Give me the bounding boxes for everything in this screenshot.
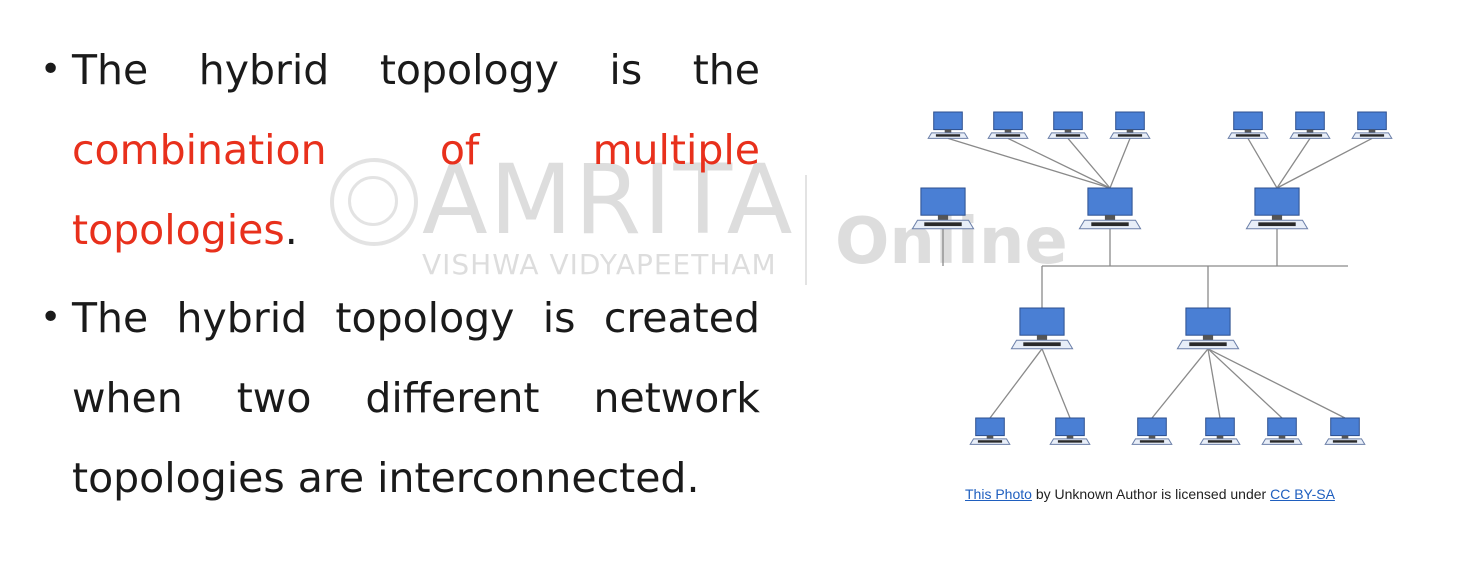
connection-line	[1207, 348, 1283, 419]
computer-icon	[911, 187, 975, 230]
connection-lines	[942, 137, 1373, 419]
computer-icon	[1199, 417, 1241, 445]
connection-line	[1151, 348, 1209, 419]
connection-line	[947, 137, 1111, 189]
computer-icon	[987, 111, 1029, 139]
caption-middle: by Unknown Author is licensed under	[1031, 486, 1271, 502]
computer-icon	[1109, 111, 1151, 139]
hybrid-topology-diagram	[911, 111, 1393, 445]
bullet-dot-icon: •	[40, 297, 62, 338]
computer-icon	[1351, 111, 1393, 139]
connection-line	[1109, 138, 1131, 189]
license-link[interactable]: CC BY-SA	[1270, 486, 1335, 502]
watermark-divider	[805, 175, 807, 285]
computer-icon	[1324, 417, 1366, 445]
connection-line	[1276, 138, 1311, 189]
bullet-item: • The hybrid topology is created when tw…	[40, 278, 760, 518]
bullet-tail: .	[284, 206, 298, 254]
computer-nodes	[911, 111, 1393, 445]
connection-line	[989, 348, 1043, 419]
computer-icon	[1227, 111, 1269, 139]
computer-icon	[1289, 111, 1331, 139]
connection-line	[1041, 348, 1071, 419]
bullet-dot-icon: •	[40, 49, 62, 90]
bullet-item: • The hybrid topology is the combination…	[40, 30, 760, 270]
image-caption: This Photo by Unknown Author is licensed…	[965, 486, 1335, 502]
computer-icon	[1010, 307, 1074, 350]
computer-icon	[927, 111, 969, 139]
computer-icon	[1176, 307, 1240, 350]
bullet-text: The hybrid topology is the	[72, 46, 760, 94]
computer-icon	[1245, 187, 1309, 230]
connection-line	[1007, 137, 1111, 189]
connection-line	[1276, 137, 1373, 189]
bullet-text: The hybrid topology is created when two …	[72, 294, 760, 502]
photo-link[interactable]: This Photo	[965, 486, 1032, 502]
computer-icon	[1047, 111, 1089, 139]
computer-icon	[1049, 417, 1091, 445]
computer-icon	[969, 417, 1011, 445]
connection-line	[1207, 348, 1346, 419]
bullet-list: • The hybrid topology is the combination…	[40, 30, 760, 526]
bullet-highlight: combination of multiple topologies	[72, 126, 760, 254]
connection-line	[1067, 137, 1111, 189]
computer-icon	[1078, 187, 1142, 230]
connection-line	[1247, 138, 1278, 189]
computer-icon	[1131, 417, 1173, 445]
connection-line	[1207, 348, 1221, 419]
computer-icon	[1261, 417, 1303, 445]
